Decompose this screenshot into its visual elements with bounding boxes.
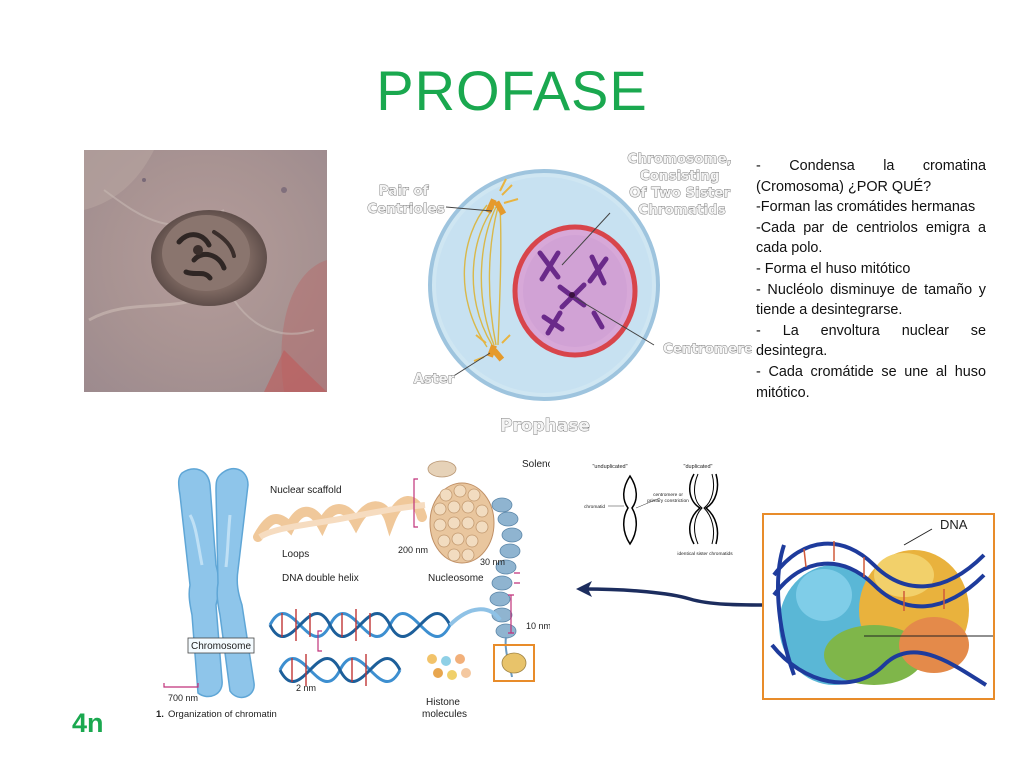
note-item: - Cada cromátide se une al huso mitótico… xyxy=(756,363,986,401)
centriole-top xyxy=(485,178,519,216)
chromatin-organization-figure: Chromosome xyxy=(156,459,550,720)
svg-text:Solenoid: Solenoid xyxy=(522,459,550,470)
svg-text:200 nm: 200 nm xyxy=(398,545,428,555)
dna-helix xyxy=(268,611,452,684)
chromosome-label-box xyxy=(187,637,255,654)
svg-text:10 nm: 10 nm xyxy=(526,621,550,631)
svg-text:"duplicated": "duplicated" xyxy=(684,464,713,470)
svg-text:DNA: DNA xyxy=(940,517,968,532)
svg-text:30 nm: 30 nm xyxy=(480,557,505,567)
spindle-fibers xyxy=(463,204,502,348)
note-item: -Cada par de centriolos emigra a cada po… xyxy=(756,219,986,257)
svg-text:DNA double helix: DNA double helix xyxy=(282,573,359,584)
note-item: -Forman las cromátides hermanas xyxy=(756,199,976,216)
svg-text:centromere or: centromere or xyxy=(653,492,683,498)
svg-text:Histone: Histone xyxy=(426,697,460,708)
svg-text:2 nm: 2 nm xyxy=(296,683,316,693)
diagram-caption: Prophase xyxy=(500,416,590,436)
svg-text:Loops: Loops xyxy=(282,549,309,560)
svg-text:700 nm: 700 nm xyxy=(168,693,198,703)
chromosome-shape xyxy=(177,467,255,699)
single-chromatid xyxy=(623,474,637,546)
connector-arrow xyxy=(576,581,767,607)
svg-text:identical sister chromatids: identical sister chromatids xyxy=(677,551,733,557)
note-item: - Condensa la cromatina (Cromosoma) ¿POR… xyxy=(756,158,986,195)
svg-text:Nucleosome: Nucleosome xyxy=(428,573,484,584)
label-chromosome: Chromosome, Consisting Of Two Sister Chr… xyxy=(627,151,736,218)
chromosomes xyxy=(537,250,609,336)
note-item: - Nucléolo disminuye de tamaño y tiende … xyxy=(756,281,986,319)
label-centromere: Centromere xyxy=(663,341,752,357)
sister-chromatid-right xyxy=(704,473,719,545)
note-item: - La envoltura nuclear se desintegra. xyxy=(756,322,986,360)
sister-chromatid-left xyxy=(688,473,702,545)
svg-text:Nuclear scaffold: Nuclear scaffold xyxy=(270,485,342,496)
svg-text:chromatid: chromatid xyxy=(584,504,605,510)
fibre-30nm xyxy=(489,497,523,639)
dna-molecular-model: DNA xyxy=(762,513,995,700)
solenoid-blob xyxy=(427,460,495,564)
nucleosome-highlight-box xyxy=(493,644,535,682)
label-centrioles: Pair of Centrioles xyxy=(367,183,445,217)
svg-text:molecules: molecules xyxy=(422,709,467,720)
svg-text:primary constriction: primary constriction xyxy=(647,498,689,504)
note-item: - Forma el huso mitótico xyxy=(756,260,911,277)
ploidy-label: 4n xyxy=(72,708,104,738)
svg-text:Organization of chromatin: Organization of chromatin xyxy=(168,709,277,720)
histone-molecules xyxy=(427,654,471,680)
dna-model-graphic: DNA xyxy=(764,515,993,698)
prophase-cell-diagram: Chromosome, Consisting Of Two Sister Chr… xyxy=(367,151,752,437)
micrograph-image xyxy=(84,150,327,392)
notes-list: - Condensa la cromatina (Cromosoma) ¿POR… xyxy=(756,156,986,403)
slide-title: PROFASE xyxy=(376,59,648,122)
svg-text:"unduplicated": "unduplicated" xyxy=(592,464,627,470)
svg-text:1.: 1. xyxy=(156,709,164,720)
label-aster: Aster xyxy=(414,371,455,387)
chromatid-schema-diagram: "unduplicated" "duplicated" chromatid ce… xyxy=(584,464,733,557)
svg-text:Chromosome: Chromosome xyxy=(191,641,251,652)
